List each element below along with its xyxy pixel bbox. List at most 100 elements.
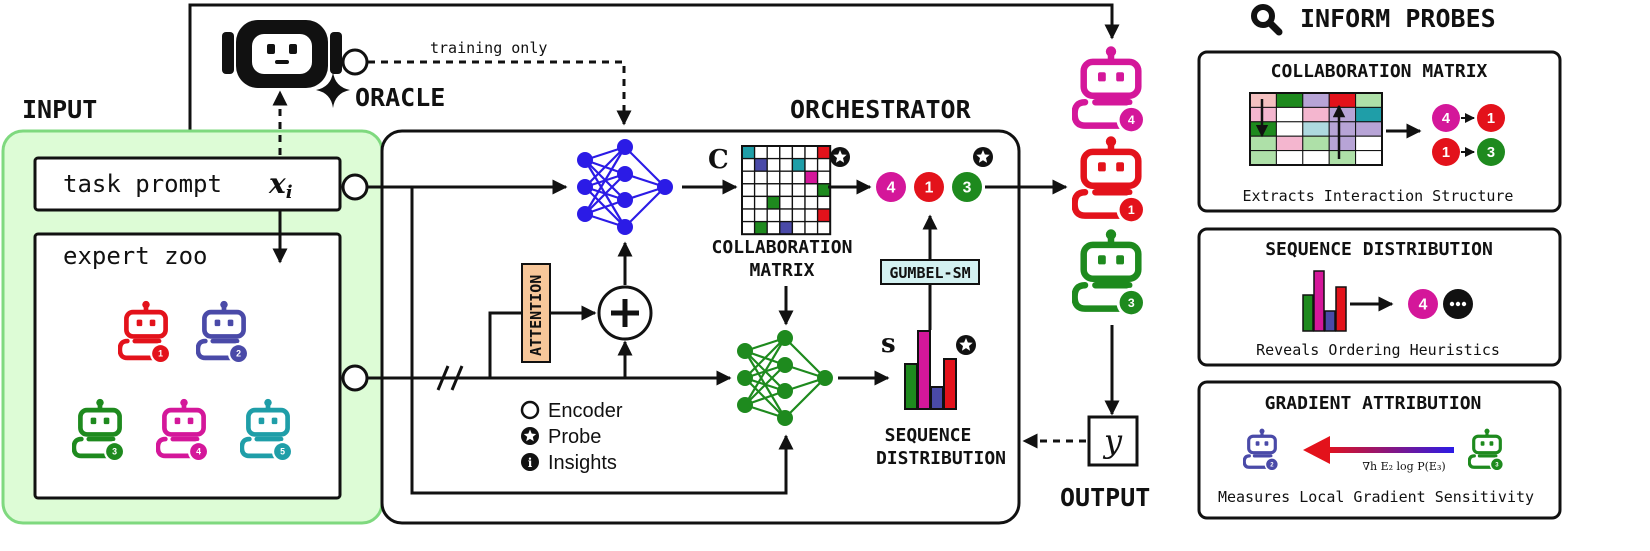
- gumbel-label: GUMBEL-SM: [889, 264, 970, 282]
- expert-order-sequence: 4 1 3: [876, 172, 982, 202]
- expert-zoo-label: expert zoo: [63, 242, 208, 270]
- robot-badge-3: 3: [1491, 458, 1503, 471]
- seq-bar-3: [904, 363, 918, 410]
- sequence-probe-bars: [1302, 270, 1347, 332]
- legend-encoder-label: Encoder: [548, 400, 623, 422]
- seq-symbol: s: [881, 329, 896, 359]
- svg-text:3: 3: [1495, 462, 1499, 468]
- seq-bar-4: [917, 330, 931, 410]
- sequence-probe-caption: Reveals Ordering Heuristics: [1256, 341, 1500, 359]
- gradient-arrow-head: [1303, 436, 1330, 464]
- legend-insights-glyph: i: [528, 456, 533, 470]
- legend-insights-label: Insights: [548, 452, 617, 474]
- collaboration-matrix-grid: [741, 145, 832, 236]
- gradient-arrow-shaft: [1326, 447, 1454, 453]
- seq-bar-1: [943, 358, 957, 410]
- magnifier-icon: [1251, 4, 1283, 36]
- robot-badge-3: 3: [106, 443, 123, 460]
- sequence-probe-title: SEQUENCE DISTRIBUTION: [1265, 239, 1493, 260]
- blue-encoder-network: [577, 139, 673, 235]
- legend-probe-label: Probe: [548, 426, 601, 448]
- gradient-formula: ∇h E₂ log P(E₃): [1362, 460, 1445, 473]
- order-badge-4: 4: [876, 172, 906, 202]
- collab-matrix-label-1: COLLABORATION: [712, 237, 853, 258]
- expert-robot-1: 1: [120, 301, 172, 365]
- order-probe-star: [973, 147, 993, 167]
- output-robot-3: 3: [1075, 229, 1147, 318]
- svg-text:3: 3: [963, 179, 972, 196]
- y-output-box: [1087, 415, 1139, 467]
- seq-probe-star: [956, 335, 976, 355]
- top-feedback-arrow: [188, 3, 1120, 140]
- task-bypass-line: [410, 187, 794, 495]
- seq-dist-label-2: DISTRIBUTION: [876, 448, 1006, 469]
- robot-badge-2: 2: [1266, 458, 1278, 471]
- svg-text:4: 4: [887, 179, 896, 196]
- gradient-probe-caption: Measures Local Gradient Sensitivity: [1218, 488, 1534, 506]
- order-badge-1: 1: [914, 172, 944, 202]
- oracle-label: ORACLE: [355, 83, 445, 112]
- expert-robot-5: 5: [242, 399, 294, 463]
- expert-robot-2: 2: [198, 301, 250, 365]
- orchestrator-title: ORCHESTRATOR: [790, 95, 972, 124]
- svg-text:4: 4: [196, 447, 201, 457]
- legend-encoder-icon: [520, 400, 540, 420]
- svg-text:2: 2: [1270, 462, 1274, 468]
- task-encoder-port: [341, 173, 369, 201]
- sequence-probe-badges: 4: [1408, 289, 1473, 319]
- to-attention-line: [488, 305, 597, 378]
- svg-text:1: 1: [158, 349, 163, 359]
- robot-badge-5: 5: [274, 443, 291, 460]
- double-slash-mark: [436, 365, 464, 391]
- orchestrator-panel: [380, 129, 1021, 525]
- more-dots-icon: [1443, 289, 1473, 319]
- svg-text:1: 1: [1442, 145, 1450, 161]
- pair-badge-from-1: 1: [1432, 138, 1460, 166]
- matrix-probe-star: [830, 147, 850, 167]
- task-prompt-box: [33, 156, 342, 212]
- attention-label: ATTENTION: [527, 275, 545, 356]
- gradient-source-robot: 3: [1468, 428, 1505, 472]
- pair-badge-to-3: 3: [1477, 138, 1505, 166]
- green-encoder-network: [737, 330, 833, 426]
- gradient-target-robot: 2: [1243, 428, 1280, 472]
- collab-probe-caption: Extracts Interaction Structure: [1243, 187, 1514, 205]
- attention-box: [521, 263, 551, 363]
- seq-bar-2: [930, 386, 944, 410]
- legend-insights-icon: [521, 453, 539, 471]
- sequence-first-badge: 4: [1408, 289, 1438, 319]
- sequence-distribution-bars: [904, 330, 957, 410]
- gumbel-box: [880, 259, 980, 285]
- plus-operator: [597, 285, 653, 341]
- expert-robot-4: 4: [158, 399, 210, 463]
- svg-text:4: 4: [1419, 296, 1428, 313]
- task-prompt-label: task prompt: [63, 170, 222, 198]
- matrix-symbol: C: [708, 145, 729, 175]
- oracle-port: [341, 48, 369, 76]
- svg-text:3: 3: [1128, 296, 1135, 310]
- probes-title: INFORM PROBES: [1300, 4, 1496, 33]
- svg-text:1: 1: [925, 179, 934, 196]
- expert-robot-3: 3: [74, 399, 126, 463]
- expert-zoo-robots: 1 2 3 4 5: [74, 301, 294, 463]
- collab-probe-title: COLLABORATION MATRIX: [1271, 61, 1488, 82]
- svg-text:4: 4: [1128, 113, 1135, 127]
- seq-dist-label-1: SEQUENCE: [885, 425, 972, 446]
- expert-zoo-box: [33, 232, 342, 500]
- y-output-symbol: y: [1102, 422, 1123, 460]
- collab-probe-matrix: [1249, 92, 1383, 166]
- robot-badge-3: 3: [1119, 290, 1143, 315]
- zoo-encoder-port: [341, 364, 369, 392]
- legend: Encoder Probe i Insights: [520, 400, 623, 474]
- svg-text:2: 2: [236, 349, 241, 359]
- training-only-note: training only: [430, 39, 547, 57]
- output-robot-1: 1: [1075, 136, 1147, 225]
- svg-text:1: 1: [1487, 111, 1495, 127]
- input-title: INPUT: [22, 95, 97, 124]
- pair-badge-from-4: 4: [1432, 104, 1460, 132]
- oracle-icon: [222, 20, 350, 108]
- svg-text:3: 3: [1487, 145, 1495, 161]
- output-label: OUTPUT: [1060, 483, 1150, 512]
